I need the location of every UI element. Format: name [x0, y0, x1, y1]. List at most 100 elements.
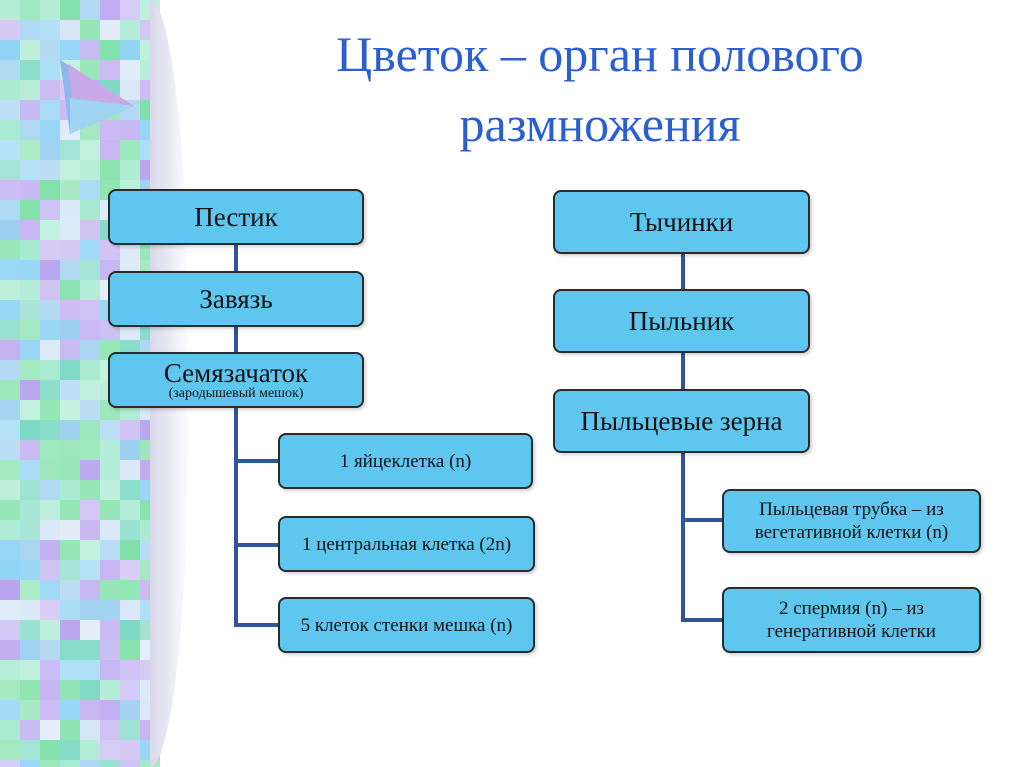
mosaic-tile	[40, 460, 60, 480]
mosaic-tile	[20, 620, 40, 640]
mosaic-tile	[40, 380, 60, 400]
node-pollen-tube-line1: Пыльцевая трубка – из	[759, 499, 944, 520]
mosaic-tile	[120, 640, 140, 660]
mosaic-tile	[40, 60, 60, 80]
mosaic-tile	[60, 540, 80, 560]
mosaic-tile	[60, 340, 80, 360]
mosaic-tile	[40, 120, 60, 140]
mosaic-tile	[80, 20, 100, 40]
mosaic-tile	[20, 80, 40, 100]
mosaic-tile	[0, 0, 20, 20]
mosaic-tile	[0, 560, 20, 580]
mosaic-tile	[80, 0, 100, 20]
mosaic-tile	[0, 120, 20, 140]
mosaic-tile	[120, 720, 140, 740]
mosaic-tile	[80, 200, 100, 220]
mosaic-tile	[20, 160, 40, 180]
mosaic-tile	[0, 500, 20, 520]
mosaic-tile	[100, 740, 120, 760]
node-ovule-label: Семязачаток	[163, 358, 309, 388]
mosaic-tile	[40, 600, 60, 620]
mosaic-tile	[20, 320, 40, 340]
mosaic-tile	[120, 440, 140, 460]
mosaic-tile	[40, 340, 60, 360]
mosaic-tile	[0, 320, 20, 340]
mosaic-tile	[20, 360, 40, 380]
mosaic-tile	[0, 340, 20, 360]
mosaic-tile	[100, 620, 120, 640]
mosaic-tile	[20, 700, 40, 720]
mosaic-tile	[0, 240, 20, 260]
node-pollen-grains: Пыльцевые зерна	[553, 389, 810, 453]
mosaic-tile	[40, 560, 60, 580]
mosaic-tile	[40, 480, 60, 500]
mosaic-tile	[40, 620, 60, 640]
mosaic-tile	[80, 660, 100, 680]
mosaic-tile	[80, 500, 100, 520]
mosaic-tile	[40, 760, 60, 767]
mosaic-tile	[0, 760, 20, 767]
mosaic-tile	[100, 40, 120, 60]
mosaic-tile	[80, 480, 100, 500]
mosaic-tile	[60, 140, 80, 160]
mosaic-tile	[0, 520, 20, 540]
mosaic-tile	[100, 500, 120, 520]
mosaic-tile	[20, 40, 40, 60]
mosaic-tile	[60, 660, 80, 680]
mosaic-tile	[60, 180, 80, 200]
mosaic-tile	[80, 760, 100, 767]
node-anther: Пыльник	[553, 289, 810, 353]
node-egg-cell-label: 1 яйцеклетка (n)	[339, 450, 472, 472]
mosaic-tile	[20, 200, 40, 220]
mosaic-tile	[80, 260, 100, 280]
node-anther-label: Пыльник	[628, 305, 735, 336]
mosaic-tile	[40, 500, 60, 520]
mosaic-tile	[80, 460, 100, 480]
node-pollen-grains-label: Пыльцевые зерна	[580, 405, 783, 436]
mosaic-tile	[0, 200, 20, 220]
mosaic-tile	[20, 640, 40, 660]
mosaic-tile	[120, 660, 140, 680]
mosaic-tile	[0, 660, 20, 680]
mosaic-tile	[20, 0, 40, 20]
mosaic-tile	[20, 60, 40, 80]
mosaic-tile	[60, 420, 80, 440]
mosaic-tile	[20, 120, 40, 140]
mosaic-tile	[120, 40, 140, 60]
mosaic-tile	[40, 160, 60, 180]
mosaic-tile	[0, 740, 20, 760]
mosaic-tile	[80, 560, 100, 580]
mosaic-tile	[100, 240, 120, 260]
mosaic-tile	[40, 720, 60, 740]
mosaic-tile	[0, 40, 20, 60]
mosaic-tile	[20, 540, 40, 560]
mosaic-tile	[120, 740, 140, 760]
mosaic-tile	[60, 160, 80, 180]
mosaic-tile	[40, 220, 60, 240]
mosaic-tile	[60, 240, 80, 260]
mosaic-tile	[20, 400, 40, 420]
mosaic-tile	[0, 360, 20, 380]
node-sperm-cells: 2 спермия (n) – из генеративной клетки	[722, 587, 981, 653]
mosaic-tile	[40, 200, 60, 220]
mosaic-tile	[20, 20, 40, 40]
mosaic-tile	[20, 660, 40, 680]
mosaic-tile	[100, 480, 120, 500]
mosaic-tile	[0, 460, 20, 480]
mosaic-tile	[80, 220, 100, 240]
mosaic-tile	[0, 420, 20, 440]
mosaic-tile	[20, 460, 40, 480]
mosaic-tile	[0, 380, 20, 400]
mosaic-tile	[60, 280, 80, 300]
mosaic-tile	[120, 580, 140, 600]
mosaic-tile	[80, 40, 100, 60]
mosaic-tile	[0, 80, 20, 100]
mosaic-tile	[100, 20, 120, 40]
mosaic-tile	[80, 420, 100, 440]
mosaic-tile	[120, 460, 140, 480]
mosaic-tile	[80, 580, 100, 600]
mosaic-tile	[120, 760, 140, 767]
mosaic-tile	[100, 720, 120, 740]
